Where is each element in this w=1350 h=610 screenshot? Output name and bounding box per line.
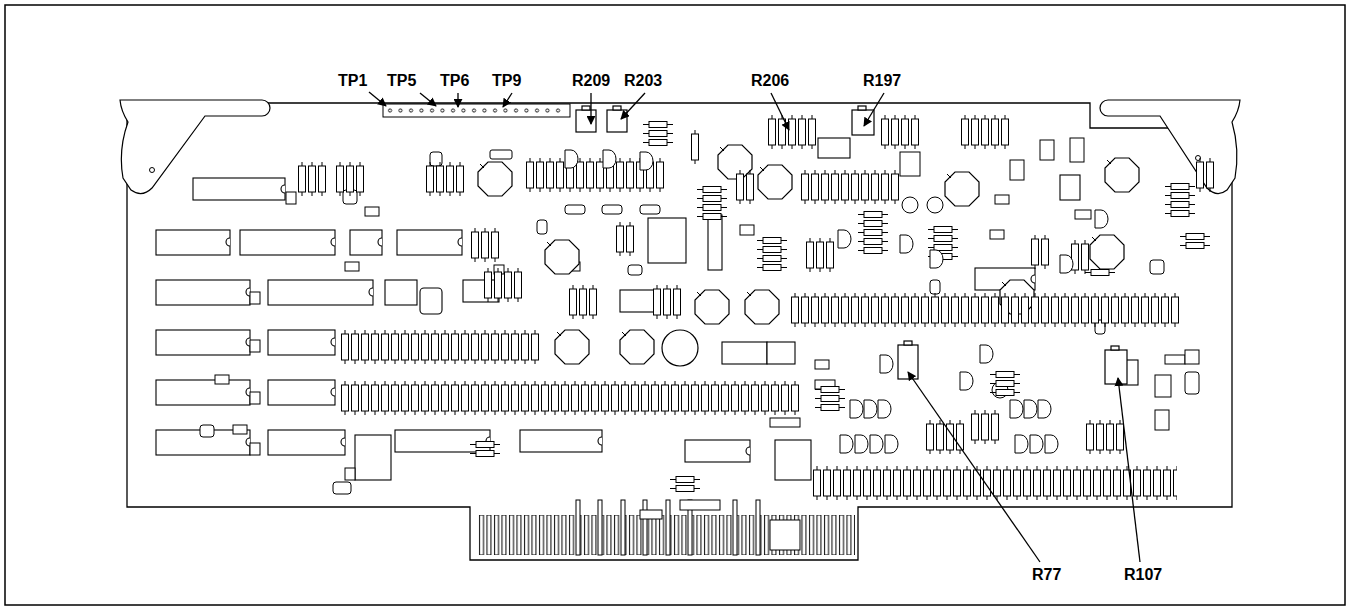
frame	[5, 5, 1345, 605]
part-label: R77	[1031, 566, 1062, 584]
part-label: R209	[571, 72, 611, 90]
capacitor	[927, 197, 943, 213]
transistor-can	[478, 145, 1139, 364]
part-label: R197	[862, 72, 902, 90]
part-label: R203	[623, 72, 663, 90]
test-point-label: TP5	[386, 72, 417, 90]
test-point-label: TP1	[337, 72, 368, 90]
capacitor	[662, 330, 698, 366]
test-point-label: TP6	[439, 72, 470, 90]
trimmer-potentiometer	[576, 106, 1127, 384]
board-outline	[127, 103, 1232, 560]
handle-pivot	[150, 168, 155, 173]
leader-arrow	[369, 92, 1140, 562]
resistor-row	[297, 115, 1215, 500]
diode	[565, 150, 1108, 453]
resistor-stack	[470, 120, 1210, 493]
edge-connector	[478, 500, 855, 555]
test-point-label: TP9	[491, 72, 522, 90]
part-label: R206	[750, 72, 790, 90]
part-label: R107	[1123, 566, 1163, 584]
capacitor	[902, 197, 918, 213]
ejector-handle	[1100, 100, 1240, 194]
test-point-strip	[383, 104, 570, 117]
small-component	[200, 138, 1199, 550]
